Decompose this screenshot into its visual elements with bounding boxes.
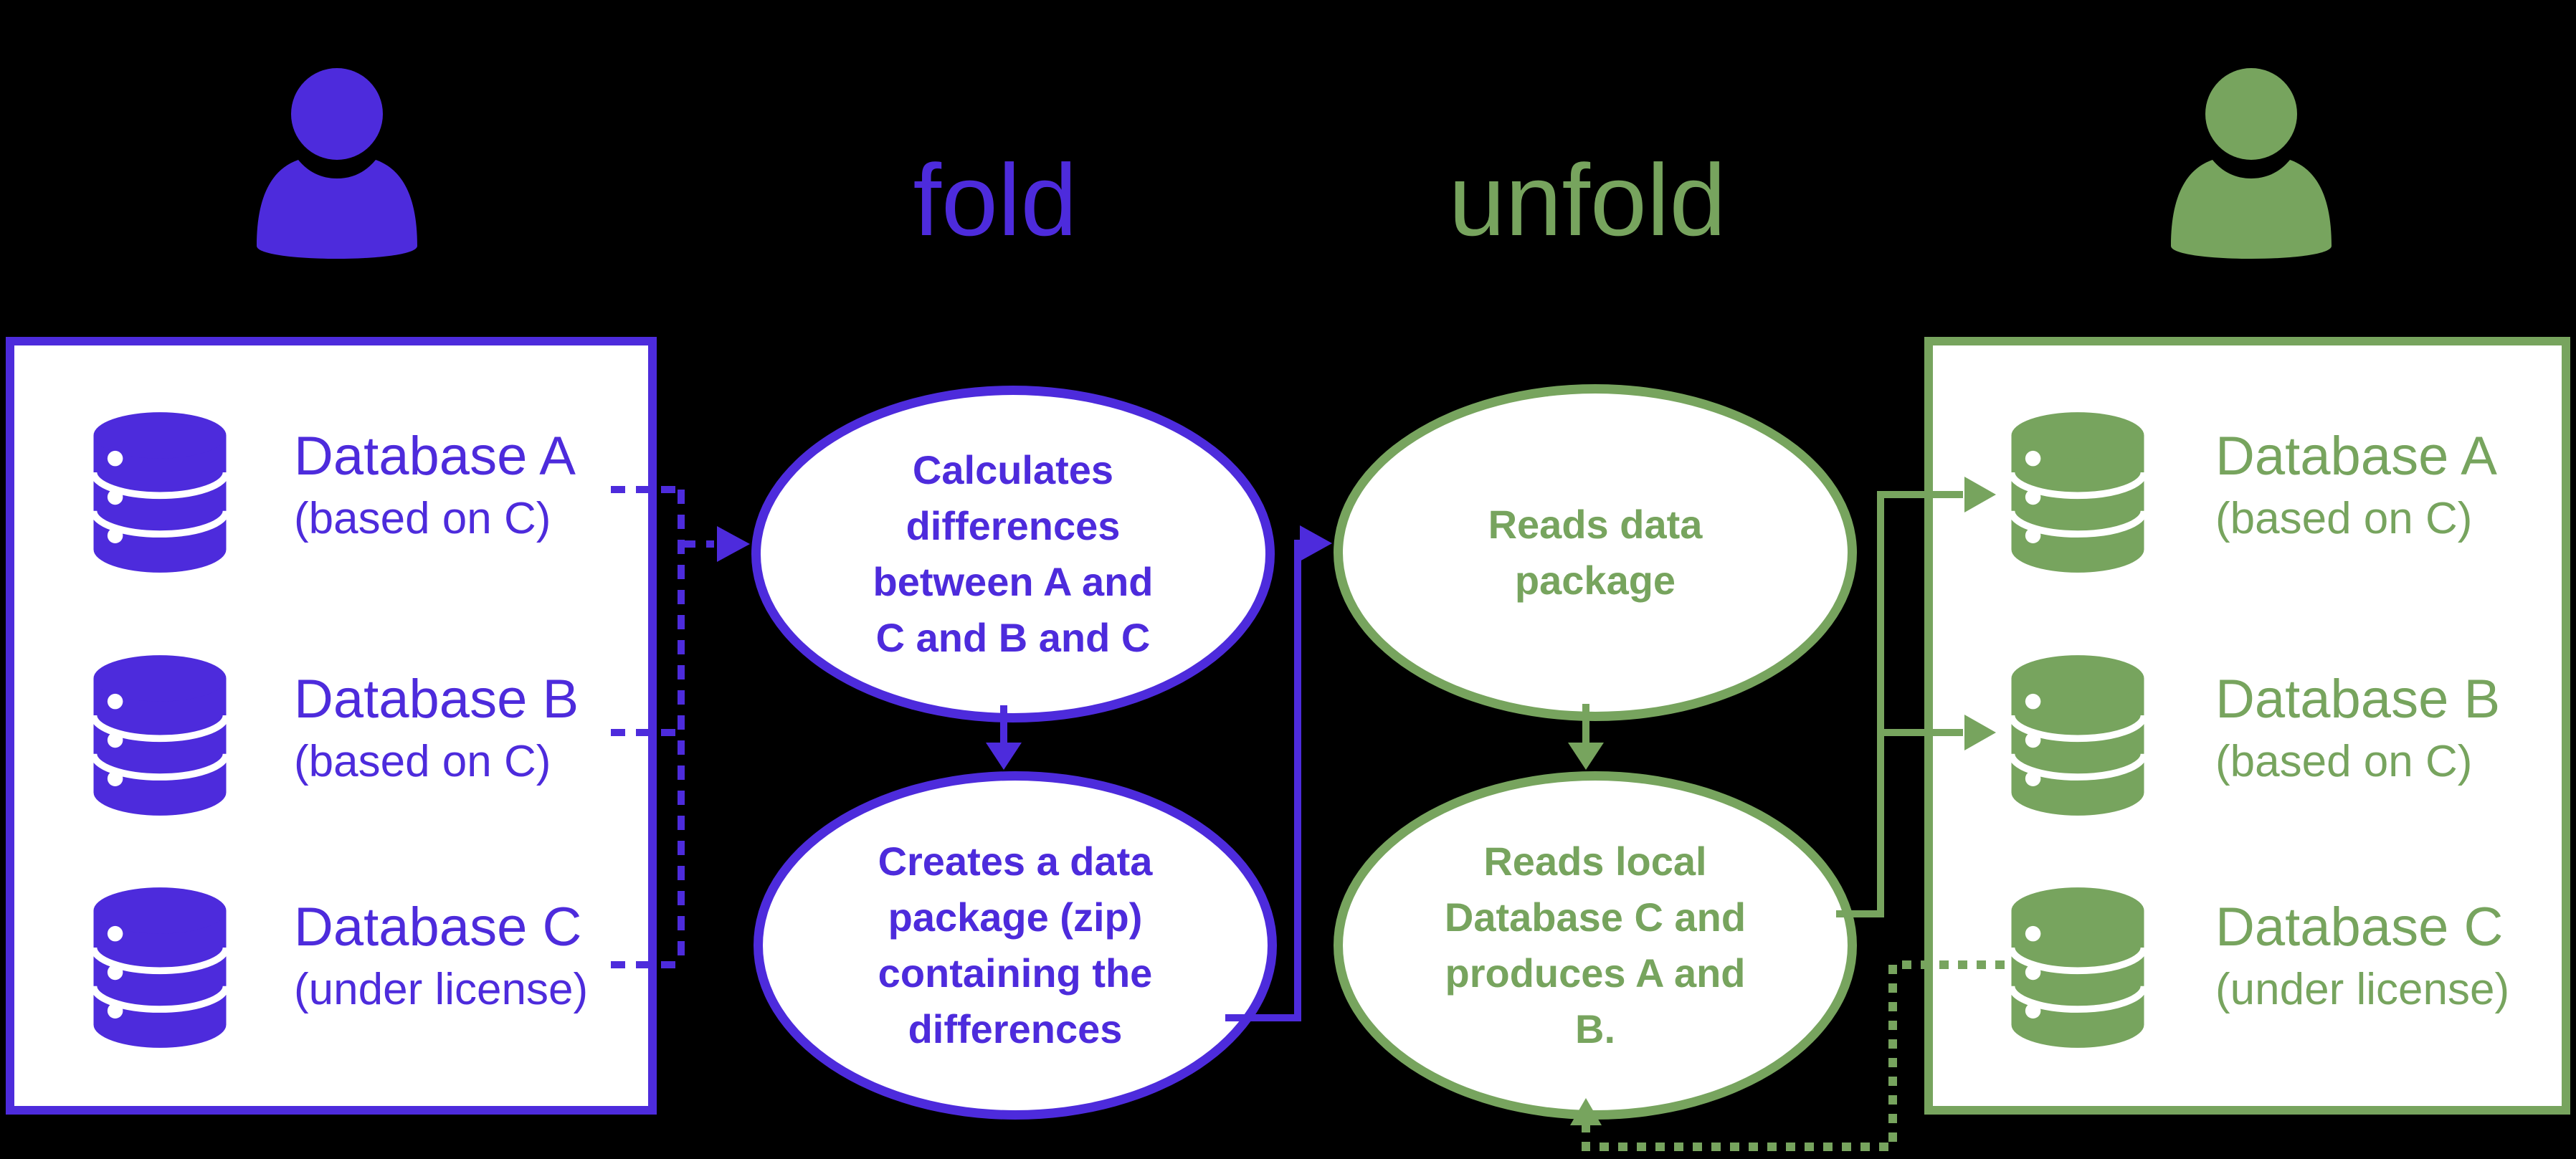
db-note: (under license): [294, 965, 589, 1014]
db-name: Database B: [294, 669, 579, 730]
db-note: (based on C): [294, 737, 551, 786]
ellipse-text-line: containing the: [878, 950, 1153, 996]
ellipse-text-line: Calculates: [912, 447, 1114, 492]
database-icon: [2007, 886, 2148, 1049]
database-icon: [2007, 654, 2148, 817]
right-panel: Database A (based on C) Database B (base…: [1924, 337, 2570, 1115]
unfold-step-read-package-ellipse: Reads data package: [1334, 384, 1857, 721]
fold-step-calculate-ellipse: Calculates differences between A and C a…: [751, 386, 1275, 722]
db-name: Database A: [294, 426, 576, 487]
fold-step-package-ellipse: Creates a data package (zip) containing …: [754, 771, 1277, 1120]
user-icon: [2144, 11, 2359, 320]
ellipse-text-line: Creates a data: [878, 839, 1153, 884]
ellipse-text-line: produces A and: [1445, 950, 1746, 996]
db-name: Database A: [2215, 426, 2497, 487]
fold-label: fold: [913, 143, 1078, 257]
ellipse-text-line: differences: [906, 503, 1121, 548]
ellipse-text-line: Database C and: [1444, 895, 1746, 940]
db-note: (based on C): [2215, 737, 2473, 786]
arrowhead: [717, 526, 750, 562]
db-name: Database B: [2215, 669, 2501, 730]
arrowhead: [1300, 525, 1332, 561]
ellipse-text-line: B.: [1575, 1006, 1615, 1051]
ellipse-text-line: C and B and C: [875, 615, 1151, 660]
db-name: Database C: [2215, 897, 2504, 958]
unfold-step-produce-ellipse: Reads local Database C and produces A an…: [1334, 771, 1857, 1120]
ellipse-text-line: package (zip): [888, 895, 1143, 940]
user-icon: [229, 11, 445, 320]
unfold-label: unfold: [1448, 143, 1726, 257]
ellipse-text-line: Reads data: [1488, 502, 1703, 547]
db-note: (based on C): [2215, 494, 2473, 543]
database-icon: [90, 411, 230, 574]
ellipse-text-line: package: [1514, 558, 1676, 603]
arrowhead: [986, 743, 1022, 770]
ellipse-text-line: Reads local: [1483, 839, 1707, 884]
arrowhead: [1568, 743, 1604, 770]
database-icon: [90, 886, 230, 1049]
ellipse-text-line: between A and: [873, 559, 1154, 604]
db-note: (under license): [2215, 965, 2510, 1014]
db-name: Database C: [294, 897, 582, 958]
left-panel: Database A (based on C) Database B (base…: [6, 337, 657, 1115]
ellipse-text-line: differences: [908, 1006, 1123, 1051]
database-icon: [90, 654, 230, 817]
database-icon: [2007, 411, 2148, 574]
db-note: (based on C): [294, 494, 551, 543]
